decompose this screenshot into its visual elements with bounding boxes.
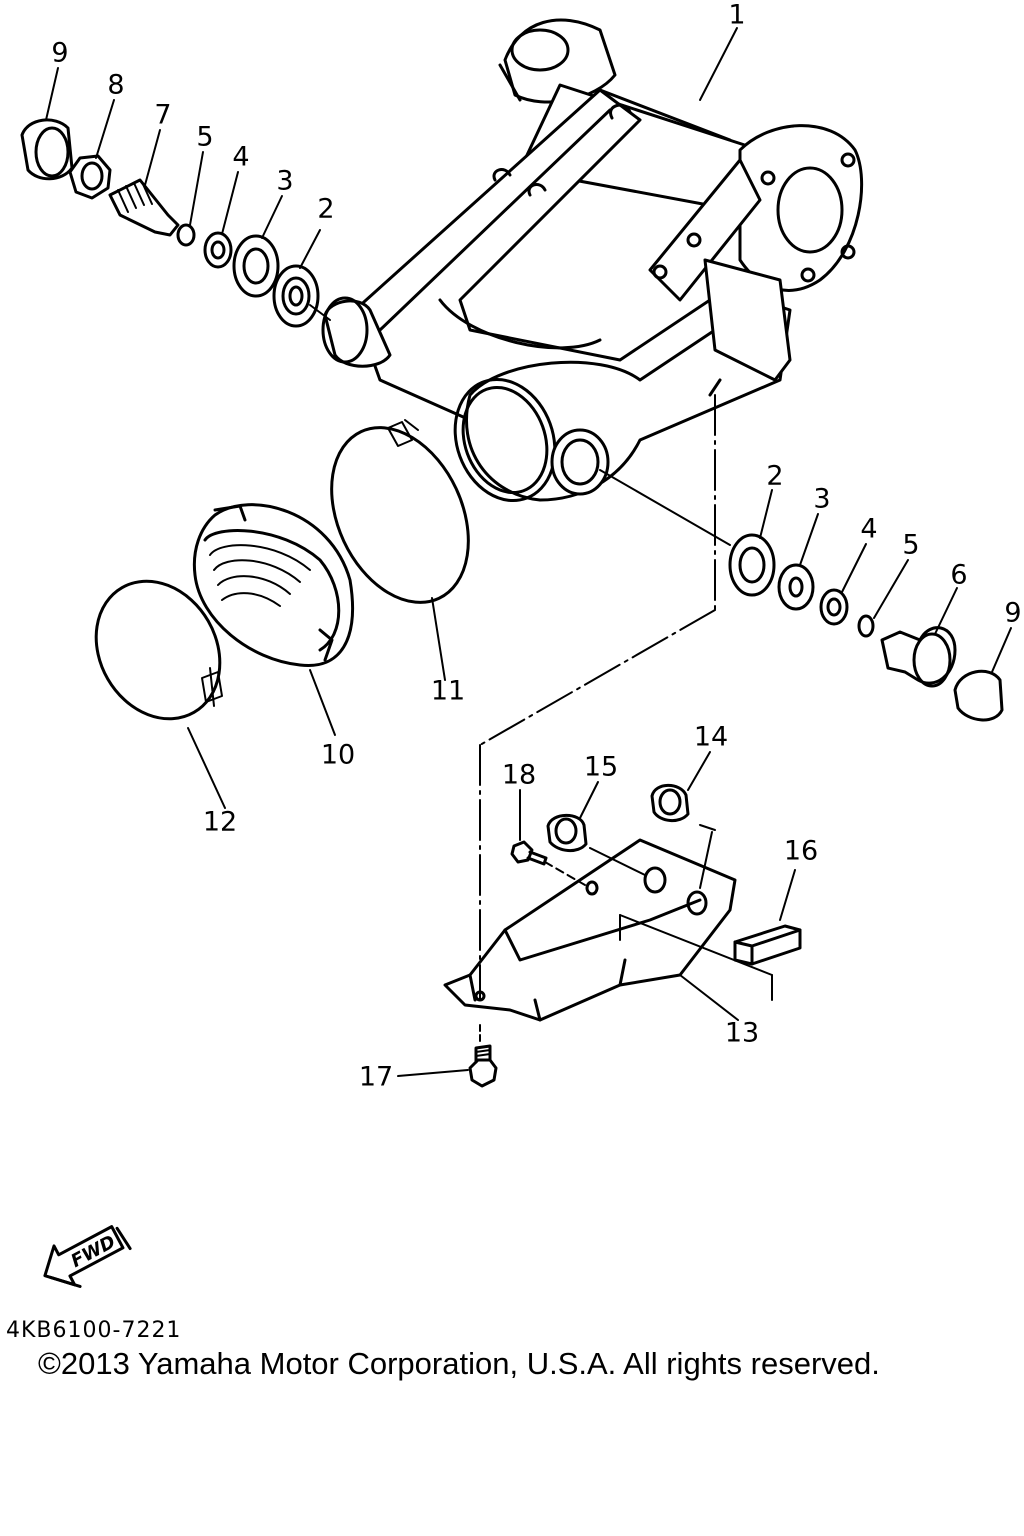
leader-lines — [45, 27, 1012, 1077]
bearing-2-right — [728, 533, 776, 597]
callout-12: 12 — [203, 807, 237, 838]
damper-14 — [650, 783, 690, 822]
boot-and-bands — [94, 419, 470, 721]
left-bearing-stack — [20, 118, 320, 328]
swingarm-part-1 — [321, 18, 864, 503]
callout-17: 17 — [359, 1062, 393, 1093]
right-bearing-stack — [599, 469, 1004, 722]
callout-16: 16 — [784, 836, 818, 867]
callout-18: 18 — [502, 760, 536, 791]
callout-8: 8 — [107, 70, 124, 101]
callout-5-left: 5 — [196, 122, 213, 153]
callout-3-right: 3 — [813, 484, 830, 515]
callout-5-right: 5 — [902, 530, 919, 561]
callout-3-left: 3 — [276, 166, 293, 197]
callout-4-left: 4 — [232, 142, 249, 173]
callout-1: 1 — [728, 0, 745, 31]
callout-6: 6 — [950, 560, 967, 591]
collar-4-right — [819, 588, 849, 626]
bolt-17 — [468, 1044, 498, 1088]
band-11 — [330, 426, 470, 604]
callout-2-left: 2 — [317, 194, 334, 225]
callout-2-right: 2 — [766, 461, 783, 492]
fwd-arrow-icon: FWD — [43, 1225, 132, 1288]
seal-3-left — [232, 234, 280, 298]
callout-11: 11 — [431, 676, 465, 707]
cap-9-right — [953, 669, 1004, 722]
bearing-2-left — [272, 264, 320, 328]
guard-plate-13 — [443, 838, 737, 1022]
block-16 — [733, 924, 802, 966]
callout-9-left: 9 — [51, 38, 68, 69]
callout-10: 10 — [321, 740, 355, 771]
alignment-lines — [309, 304, 773, 1046]
callout-labels: 1 2 3 4 5 7 8 9 2 3 4 5 6 9 10 11 12 13 … — [51, 0, 1021, 1093]
callout-4-right: 4 — [860, 514, 877, 545]
callout-14: 14 — [694, 722, 728, 753]
oring-5-right — [857, 614, 875, 638]
copyright-notice: ©2013 Yamaha Motor Corporation, U.S.A. A… — [38, 1346, 880, 1381]
diagram-code: 4KB6100-7221 — [6, 1318, 182, 1343]
collar-4-left — [203, 231, 233, 269]
seal-3-right — [777, 563, 815, 611]
callout-9-right: 9 — [1004, 598, 1021, 629]
band-12 — [94, 579, 222, 721]
callout-15: 15 — [584, 752, 618, 783]
oring-5-left — [176, 223, 196, 247]
callout-7: 7 — [154, 100, 171, 131]
damper-15 — [546, 813, 588, 852]
callout-13: 13 — [725, 1018, 759, 1049]
bolt-18 — [510, 840, 548, 866]
